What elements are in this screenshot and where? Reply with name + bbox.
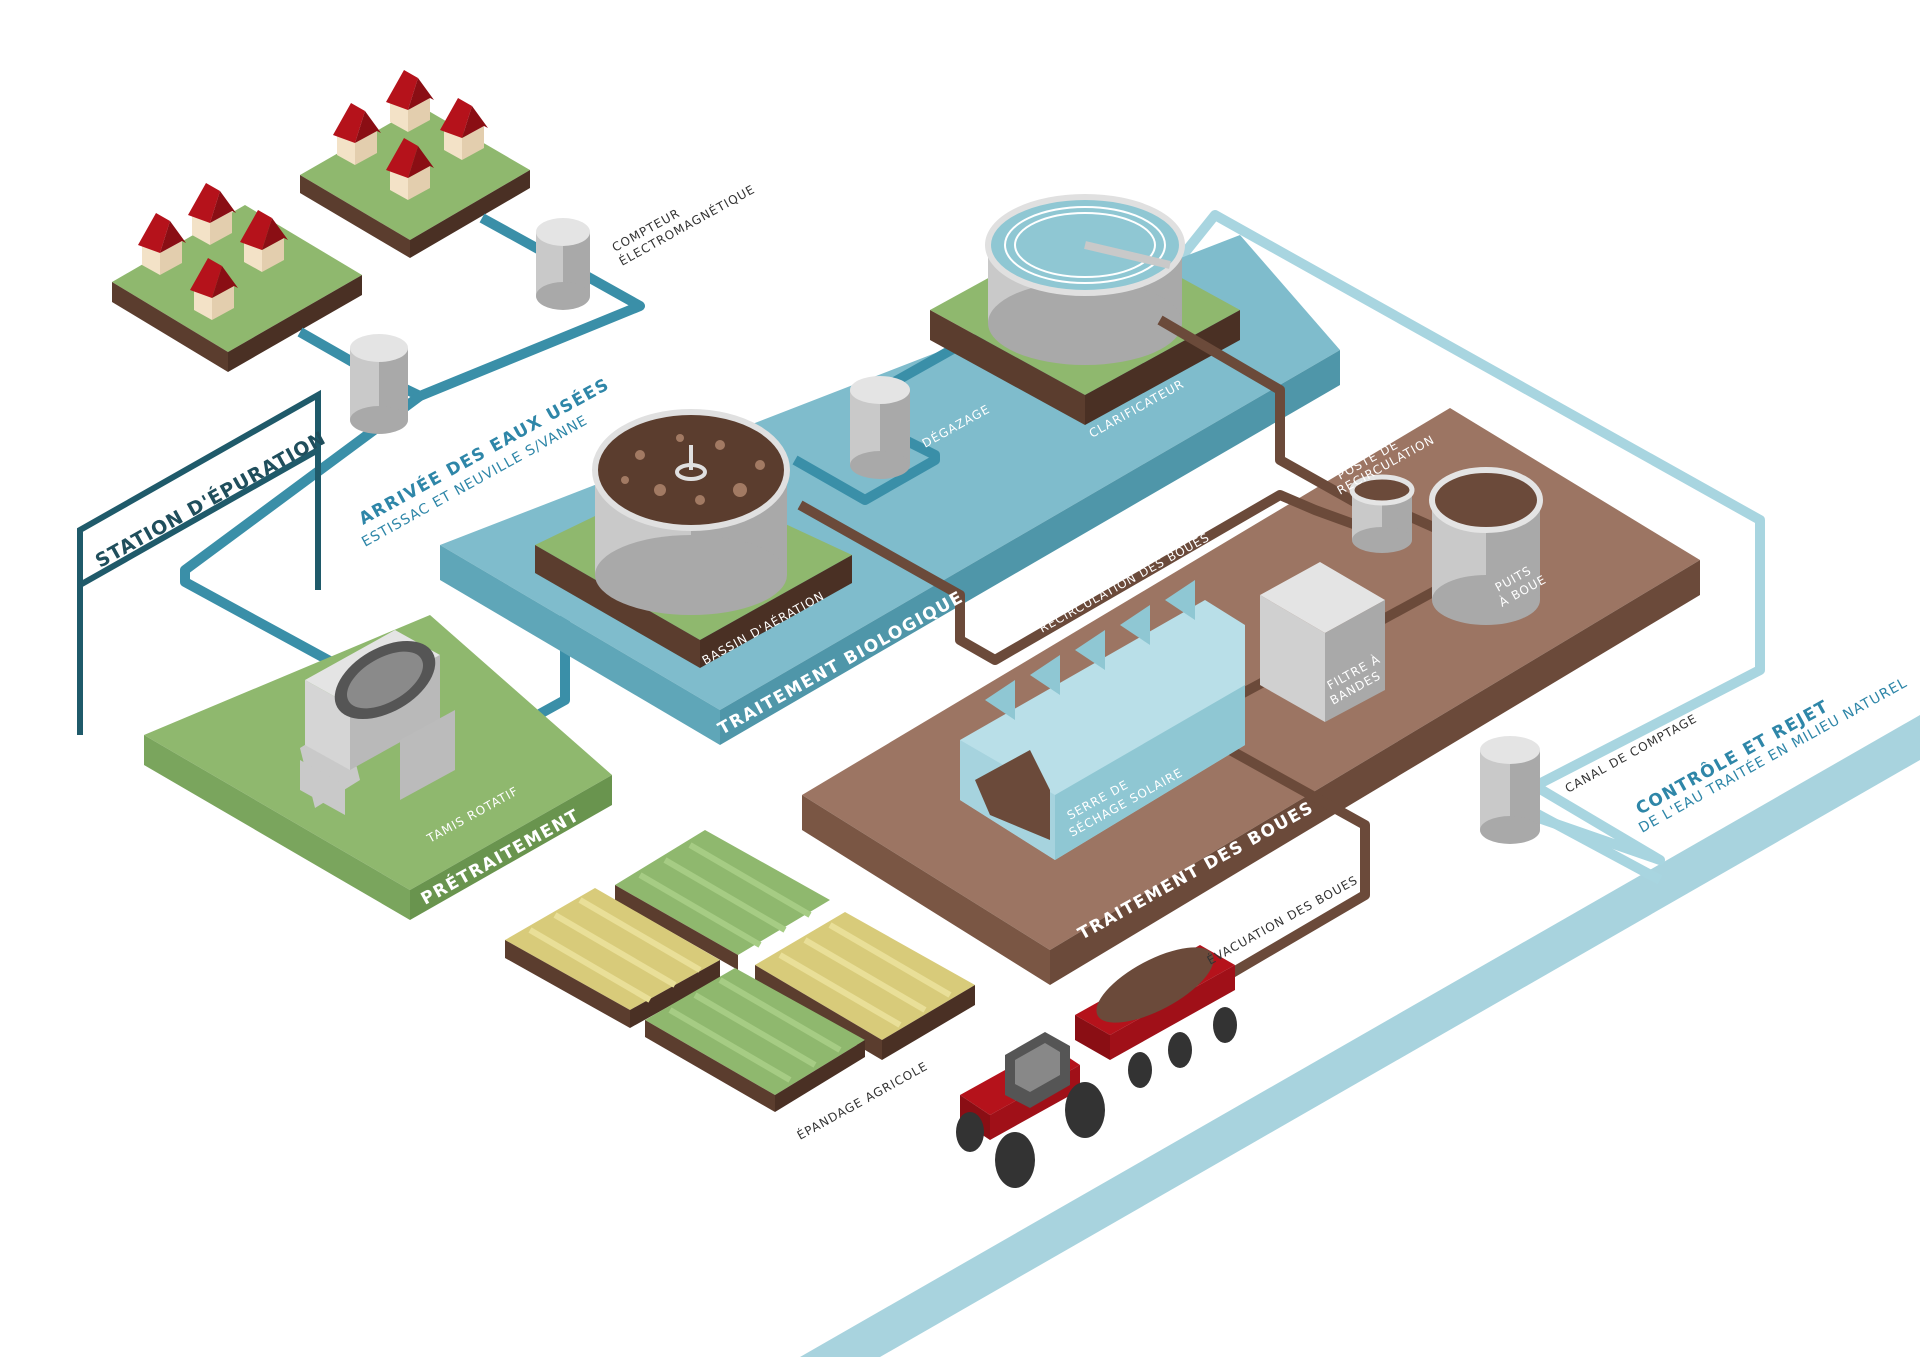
recirculation-station-cylinder (1349, 474, 1415, 553)
station-sign (77, 389, 321, 735)
inlet-pipe-main (180, 391, 423, 677)
house-icon (190, 258, 238, 320)
flow-meter-cylinder (536, 218, 590, 310)
field-left (505, 888, 720, 1028)
sludge-well (1429, 467, 1543, 625)
solar-greenhouse (960, 580, 1245, 860)
river-la-vanne (800, 715, 1920, 1357)
house-icon (333, 103, 381, 165)
field-top (615, 830, 830, 970)
sludge-evacuation-pipe (1217, 745, 1370, 985)
house-icon (240, 210, 288, 272)
degassing-cylinder (850, 376, 910, 479)
sludge-evacuation-label: ÉVACUATION DES BOUES (1204, 872, 1360, 968)
house-icon (386, 70, 434, 132)
houses-cluster-left (112, 205, 362, 372)
canal-meter-cylinder (1480, 736, 1540, 844)
aeration-to-degassing-pipe (792, 435, 940, 505)
treated-water-pipe (1171, 210, 1765, 865)
band-filter-block (1260, 562, 1385, 722)
house-icon (188, 183, 236, 245)
aeration-tank (592, 409, 790, 615)
rotary-screen-machine (300, 630, 455, 815)
inlet-cylinder (350, 334, 408, 434)
house-icon (138, 213, 186, 275)
clarifier-tank (985, 194, 1185, 365)
house-icon (386, 138, 434, 200)
house-icon (440, 98, 488, 160)
tractor-with-trailer (956, 945, 1237, 1188)
field-bottom (645, 968, 865, 1112)
meter-label-line2: ÉLECTROMAGNÉTIQUE (616, 181, 757, 268)
clarifier-to-recirculation-pipe (1157, 315, 1363, 510)
sludge-recirculation-pipe (797, 490, 1372, 665)
